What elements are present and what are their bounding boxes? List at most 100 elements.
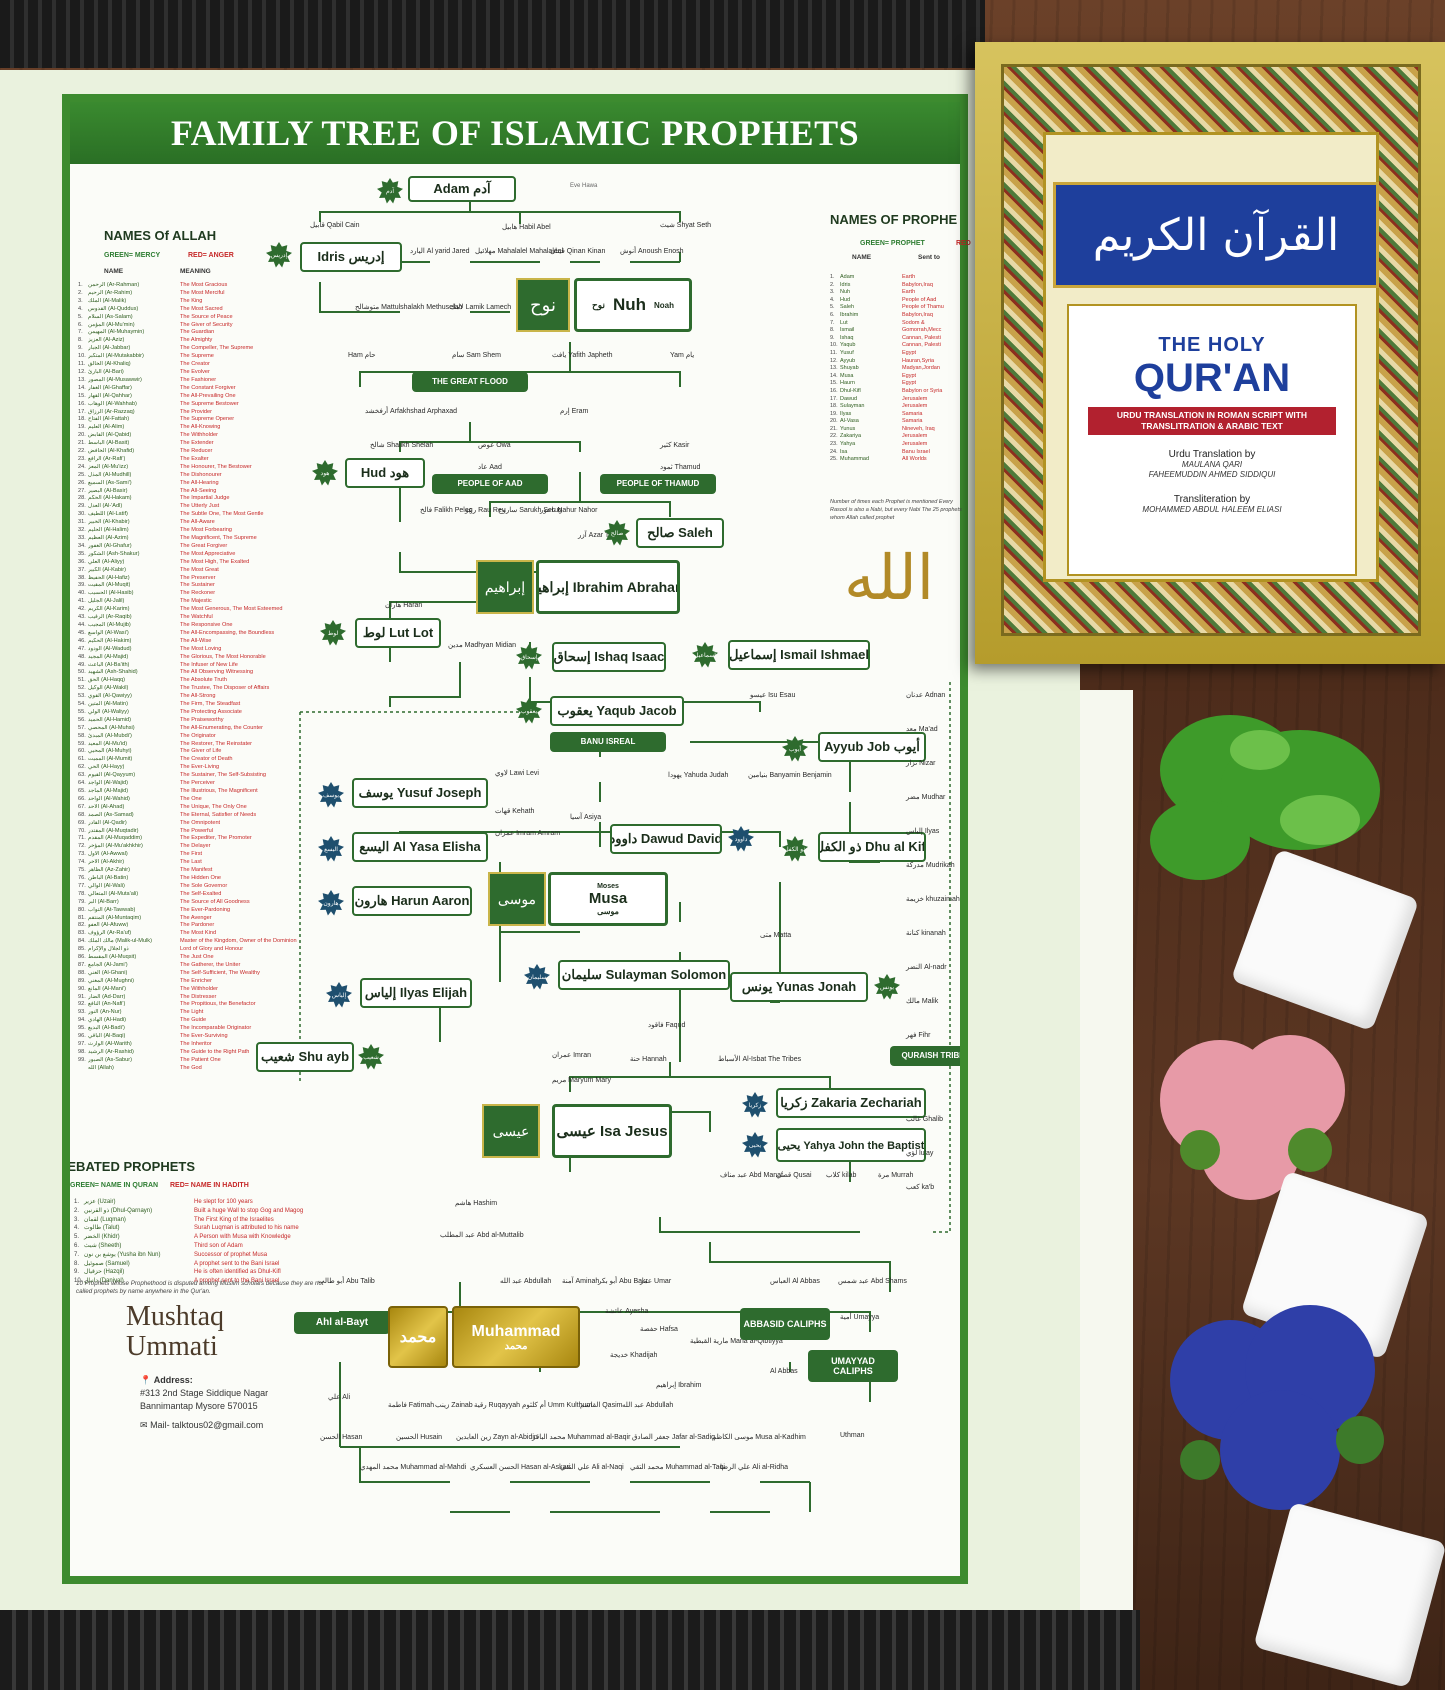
list-item-sent: Hauran,Syria [902, 357, 935, 364]
node-shuayb[interactable]: شعيب Shu ayb [256, 1042, 354, 1072]
list-item: 61.المميت (Al-Mumit)The Creator of Death [78, 756, 318, 764]
address-line-1: #313 2nd Stage Siddique Nagar [140, 1388, 269, 1398]
list-item-no: 92. [78, 1001, 86, 1008]
list-item: 71.المقدم (Al-Muqaddim)The Expediter, Th… [78, 835, 318, 843]
family-tree-poster: FAMILY TREE OF ISLAMIC PROPHETS NAMES Of… [0, 70, 1080, 1615]
list-item: 17.الرزاق (Ar-Razzaq)The Provider [78, 409, 318, 417]
node-mahdi: محمد المهدي Muhammad al-Mahdi [360, 1464, 467, 1471]
list-item-meaning: The Most High, The Exalted [180, 558, 250, 565]
node-yunus[interactable]: يونس Yunas Jonah [730, 972, 868, 1002]
list-item-name: القابض (Al-Qabid) [88, 432, 132, 439]
node-qusai: قصي Qusai [776, 1172, 812, 1179]
list-item-meaning: The Supreme [180, 353, 214, 360]
book-title-1: THE HOLY [1158, 334, 1266, 356]
list-item-meaning: The Self-Sufficient, The Wealthy [180, 969, 260, 976]
list-item-no: 86. [78, 954, 86, 961]
list-item-meaning: Built a huge Wall to stop Gog and Magog [194, 1207, 304, 1214]
node-nuh[interactable]: نوح Nuh Noah [574, 278, 692, 332]
node-muhammad[interactable]: Muhammad محمد [452, 1306, 580, 1368]
list-item-meaning: The Pardoner [180, 922, 215, 929]
node-dhulkifl[interactable]: ذو الكفل Dhu al Kifl [818, 832, 926, 862]
node-ibrahim[interactable]: إبراهيم Ibrahim Abraham [536, 560, 680, 614]
list-item-name: الغفار (Al-Ghaffar) [88, 384, 132, 391]
list-item-no: 14. [78, 384, 86, 391]
list-item-no: 56. [78, 716, 86, 723]
list-item-name: Dhul-Kifl [840, 387, 861, 394]
node-isu: عيسو Isu Esau [750, 692, 796, 699]
list-item-meaning: The All-Prevailing One [180, 392, 236, 399]
list-item: 13.المصور (Al-Musawwir)The Fashioner [78, 377, 318, 385]
list-item-meaning: The Light [180, 1009, 204, 1016]
list-item-name: مالك الملك (Malik-ul-Mulk) [88, 938, 152, 945]
list-item: 98.الرشيد (Ar-Rashid)The Guide to the Ri… [78, 1049, 318, 1057]
node-musa[interactable]: Moses Musa موسى [548, 872, 668, 926]
node-ilyas[interactable]: إلياس Ilyas Elijah [360, 978, 472, 1008]
list-item-no: 21. [830, 425, 838, 432]
list-item-sent: Egypt [902, 349, 917, 356]
node-yahya[interactable]: يحيى Yahya John the Baptist [776, 1128, 926, 1162]
list-item-no: 9. [830, 334, 835, 341]
node-ayyub[interactable]: Ayyub Job أيوب [818, 732, 926, 762]
list-item-name: Dawud [840, 395, 858, 402]
node-abutalib: أبو طالب Abu Talib [318, 1278, 375, 1285]
debated-note: 10 Prophets whose Prophethood is dispute… [76, 1280, 324, 1295]
list-item-name: الرقيب (Ar-Raqib) [88, 614, 132, 621]
list-item-no: 12. [78, 368, 86, 375]
node-saleh[interactable]: صالح Saleh [636, 518, 724, 548]
node-abdullah: عبد الله Abdullah [500, 1278, 552, 1285]
list-item-no: 3. [74, 1216, 80, 1223]
node-aad: عاد Aad [478, 464, 502, 471]
list-item-meaning: The All-Enumerating, the Counter [180, 724, 264, 731]
node-zakaria[interactable]: زكريا Zakaria Zechariah [776, 1088, 926, 1118]
list-item-name: الشكور (Ash-Shakur) [88, 550, 140, 557]
node-yusuf[interactable]: يوسف Yusuf Joseph [352, 778, 488, 808]
node-hud[interactable]: Hud هود [345, 458, 425, 488]
node-yam: Yam يام [670, 352, 695, 359]
brand-address: 📍 Address: #313 2nd Stage Siddique Nagar… [140, 1374, 268, 1432]
node-ismail[interactable]: إسماعيل Ismail Ishmael [728, 640, 870, 670]
node-abbas-2: Al Abbas [770, 1368, 798, 1375]
node-adam[interactable]: Adam آدم [408, 176, 516, 202]
list-item-name: الخبير (Al-Khabir) [88, 519, 130, 526]
list-item-no: 8. [78, 337, 83, 344]
node-ayesha: عائشة Ayesha [605, 1308, 649, 1315]
list-item-name: الواسع (Al-Wasi') [88, 629, 129, 636]
list-item-name: الصبور (As-Sabur) [88, 1056, 132, 1063]
node-ishaq[interactable]: إسحاق Ishaq Isaac [552, 642, 666, 672]
node-kadhim: موسى الكاظم Musa al-Kadhim [712, 1434, 806, 1441]
list-item-no: 2. [78, 289, 83, 296]
node-idris[interactable]: Idris إدريس [300, 242, 402, 272]
list-item-name: الرافع (Ar-Rafi') [88, 455, 126, 462]
node-harun[interactable]: هارون Harun Aaron [352, 886, 472, 916]
list-item-name: Musa [840, 372, 854, 379]
list-item-name: الرؤوف (Ar-Ra'uf) [88, 930, 132, 937]
list-item-no: 60. [78, 748, 86, 755]
node-sulayman[interactable]: سليمان Sulayman Solomon [558, 960, 730, 990]
list-item-name: الولي (Al-Waliyy) [88, 708, 129, 715]
list-item-no: 24. [78, 463, 86, 470]
urdu-translation-label: Urdu Translation by [1168, 449, 1256, 460]
list-item-no: 4. [830, 296, 835, 303]
node-kasir: كثير Kasir [660, 442, 690, 449]
list-item-meaning: The Sustainer [180, 582, 215, 589]
node-anoush: أنوش Anoush Enosh [620, 248, 684, 255]
list-item: 68.الصمد (As-Samad)The Eternal, Satisfie… [78, 812, 318, 820]
list-item-no: 22. [78, 448, 86, 455]
node-yaqub[interactable]: يعقوب Yaqub Jacob [550, 696, 684, 726]
node-dawud[interactable]: داوود Dawud David [610, 824, 722, 854]
node-alyasa[interactable]: اليسع Al Yasa Elisha [352, 832, 488, 862]
list-item-no: 36. [78, 558, 86, 565]
list-item-name: المميت (Al-Mumit) [88, 756, 133, 763]
list-item-meaning: The Sustainer, The Self-Subsisting [180, 772, 267, 779]
list-item-no: 82. [78, 922, 86, 929]
node-zainab: زينب Zainab [435, 1402, 473, 1409]
node-lut[interactable]: لوط Lut Lot [355, 618, 441, 648]
node-isa[interactable]: عيسى Isa Jesus [552, 1104, 672, 1158]
list-item: 56.الحميد (Al-Hamid)The Praiseworthy [78, 717, 318, 725]
list-item: 23.الرافع (Ar-Rafi')The Exalter [78, 456, 318, 464]
